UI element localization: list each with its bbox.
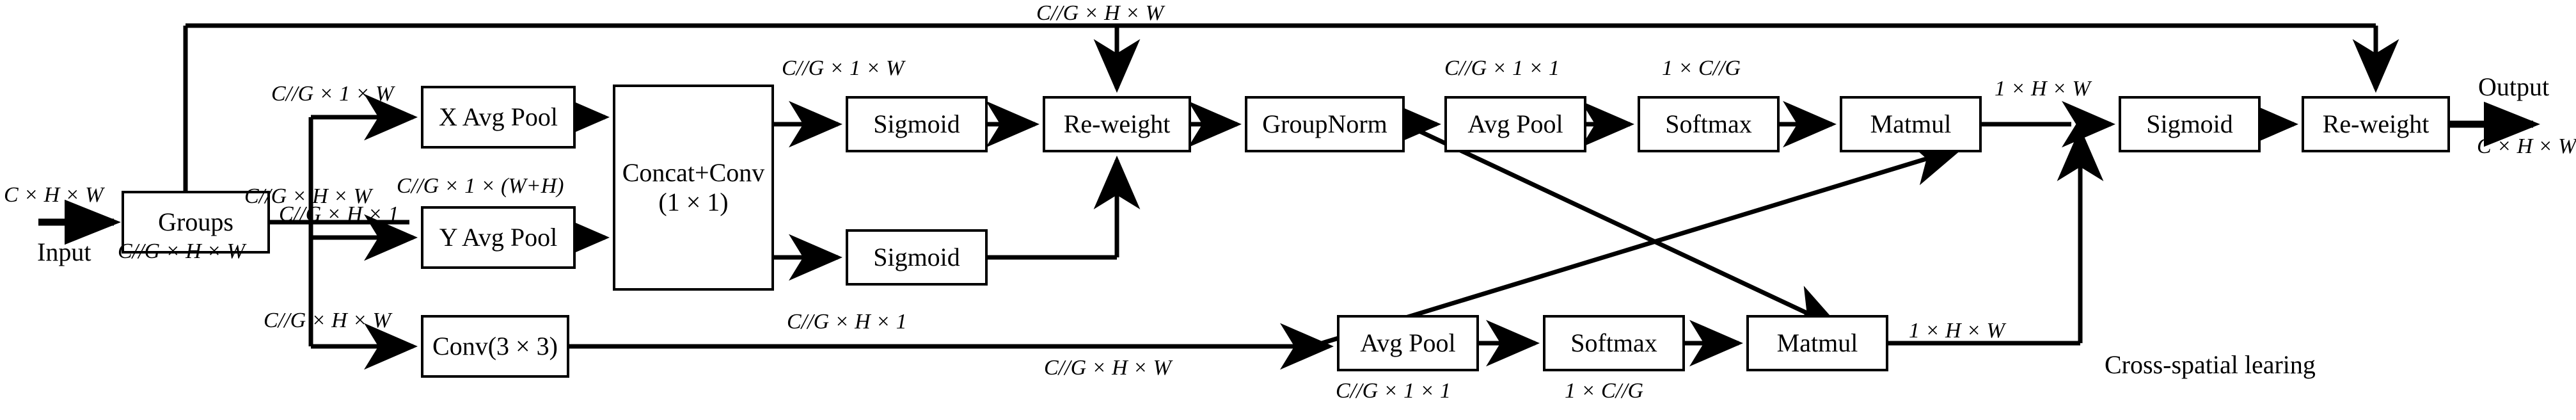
shape-label-ypool-input: C//G × H × 1: [279, 202, 399, 226]
output-label: Output: [2478, 72, 2550, 101]
node-re-weight-2[interactable]: Re-weight: [2302, 96, 2450, 152]
shape-label-skip-top: C//G × H × W: [1036, 1, 1164, 25]
node-concat-conv[interactable]: Concat+Conv (1 × 1): [613, 85, 774, 291]
shape-label-groups-output: C//G × H × W: [244, 184, 372, 208]
node-matmul-top-label: Matmul: [1870, 109, 1952, 138]
node-y-avg-pool[interactable]: Y Avg Pool: [421, 206, 576, 269]
node-x-avg-pool-label: X Avg Pool: [439, 102, 558, 131]
node-matmul-bottom-label: Matmul: [1776, 328, 1858, 357]
wire-groupnorm-matmul-bot: [1406, 123, 1843, 330]
node-group-norm[interactable]: GroupNorm: [1245, 96, 1405, 152]
wire-conv-matmul-top: [1310, 140, 1964, 349]
node-sigmoid-bottom[interactable]: Sigmoid: [846, 229, 988, 286]
shape-label-groups-input: C × H × W: [4, 183, 104, 207]
node-sigmoid-out[interactable]: Sigmoid: [2119, 96, 2261, 152]
node-softmax-bottom[interactable]: Softmax: [1543, 315, 1685, 371]
node-concat-conv-label: Concat+Conv (1 × 1): [622, 158, 765, 216]
output-shape-label: C × H × W: [2477, 134, 2576, 158]
node-softmax-top-label: Softmax: [1665, 109, 1752, 138]
shape-label-avgpool-top-in: C//G × 1 × 1: [1444, 56, 1560, 80]
shape-label-matmul-top-out: 1 × H × W: [1995, 77, 2090, 101]
node-re-weight-1-label: Re-weight: [1063, 109, 1171, 138]
node-y-avg-pool-label: Y Avg Pool: [439, 223, 558, 252]
shape-label-concat-output: C//G × 1 × (W+H): [397, 174, 564, 198]
input-label: Input: [37, 238, 91, 266]
shape-label-avgpool-bot-out: C//G × 1 × 1: [1336, 379, 1451, 403]
node-groups-label: Groups: [158, 207, 233, 236]
node-conv3x3[interactable]: Conv(3 × 3): [421, 315, 569, 378]
shape-label-softmax-bot-out: 1 × C//G: [1565, 379, 1644, 403]
section-note-cross-spatial-learning: Cross-spatial learing: [2105, 350, 2316, 379]
node-avg-pool-bottom-label: Avg Pool: [1360, 328, 1456, 357]
node-sigmoid-top[interactable]: Sigmoid: [846, 96, 988, 152]
shape-label-groups-down: C//G × H × W: [118, 239, 245, 263]
node-re-weight-2-label: Re-weight: [2322, 109, 2430, 138]
node-avg-pool-top-label: Avg Pool: [1467, 109, 1563, 138]
shape-label-xpool-input: C//G × 1 × W: [271, 82, 394, 106]
node-softmax-top[interactable]: Softmax: [1638, 96, 1780, 152]
node-softmax-bottom-label: Softmax: [1570, 328, 1657, 357]
node-x-avg-pool[interactable]: X Avg Pool: [421, 86, 576, 149]
shape-label-crossline-bottom: C//G × H × W: [1044, 356, 1171, 380]
node-avg-pool-bottom[interactable]: Avg Pool: [1337, 315, 1479, 371]
node-sigmoid-top-label: Sigmoid: [873, 109, 960, 138]
node-matmul-top[interactable]: Matmul: [1840, 96, 1982, 152]
shape-label-softmax-top-in: 1 × C//G: [1662, 56, 1741, 80]
node-sigmoid-out-label: Sigmoid: [2146, 109, 2233, 138]
node-avg-pool-top[interactable]: Avg Pool: [1444, 96, 1586, 152]
node-sigmoid-bottom-label: Sigmoid: [873, 243, 960, 271]
node-conv3x3-label: Conv(3 × 3): [432, 332, 558, 360]
shape-label-sigmoid-top-in: C//G × 1 × W: [782, 56, 905, 80]
node-matmul-bottom[interactable]: Matmul: [1746, 315, 1888, 371]
shape-label-conv-input: C//G × H × W: [264, 309, 391, 332]
shape-label-matmul-bot-out: 1 × H × W: [1909, 319, 2005, 343]
node-group-norm-label: GroupNorm: [1262, 109, 1387, 138]
shape-label-conv-output: C//G × H × 1: [787, 310, 907, 334]
node-groups[interactable]: Groups: [122, 191, 270, 254]
node-re-weight-1[interactable]: Re-weight: [1043, 96, 1191, 152]
